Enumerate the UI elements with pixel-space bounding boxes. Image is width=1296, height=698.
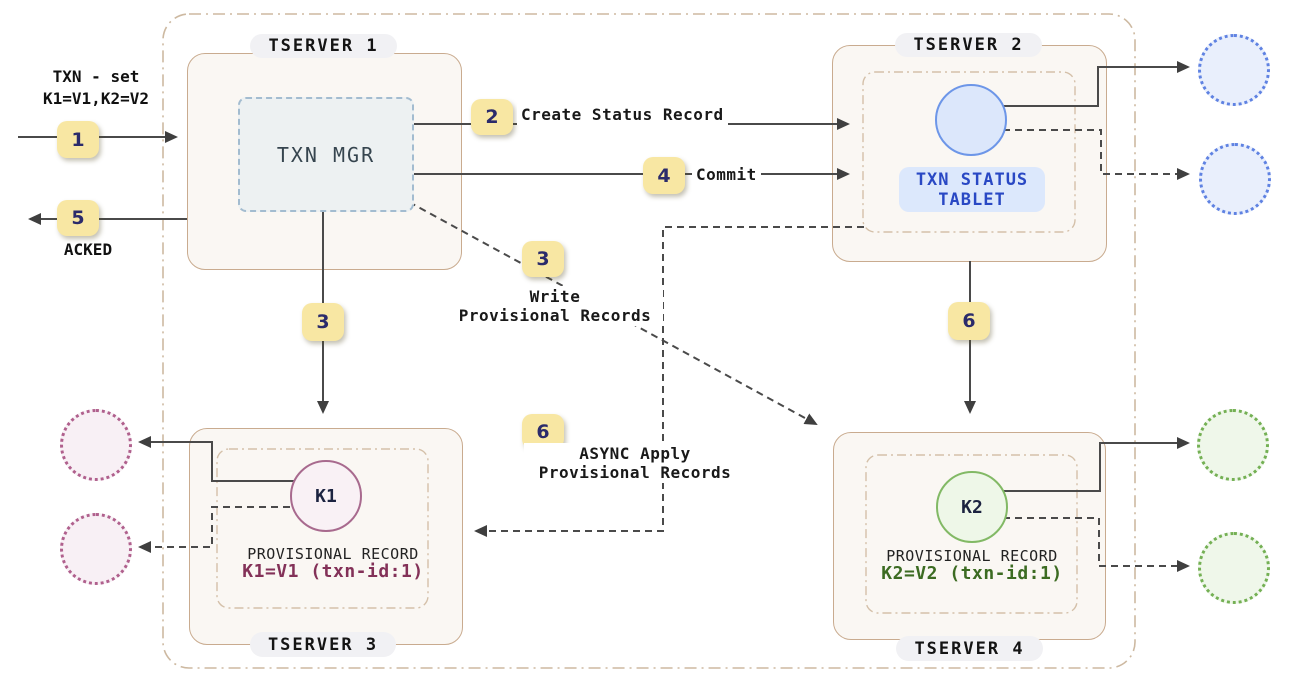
arrow-status-replicate-solid [1001, 61, 1190, 107]
tserver3-record-value: K1=V1 (txn-id:1) [242, 561, 424, 582]
arrow-step6-async-apply-k1 [474, 226, 864, 537]
txn-status-line1: TXN STATUS [915, 169, 1029, 190]
status-replica-circle-1 [1198, 34, 1270, 106]
badge-step-2: 2 [471, 99, 513, 135]
tserver3-title: TSERVER 3 [250, 632, 396, 657]
async-apply-label: ASYNC Apply Provisional Records [524, 443, 746, 483]
badge-step-1: 1 [57, 121, 99, 158]
write-provisional-line1: Write [529, 287, 581, 306]
write-provisional-label: Write Provisional Records [447, 286, 663, 326]
write-provisional-line2: Provisional Records [458, 306, 652, 325]
async-apply-line1: ASYNC Apply [579, 444, 691, 463]
client-request-line1: TXN - set [52, 67, 140, 86]
tserver3-tablet-region [216, 448, 429, 609]
client-request-line2: K1=V1,K2=V2 [43, 89, 149, 108]
k2-replica-circle-1 [1197, 409, 1269, 481]
txn-status-line2: TABLET [938, 189, 1006, 210]
async-apply-line2: Provisional Records [538, 463, 732, 482]
arrow-k2-replicate-solid [1003, 437, 1190, 492]
arrow-status-replicate-dashed [1003, 129, 1190, 180]
txn-status-tablet-label: TXN STATUS TABLET [899, 167, 1045, 212]
badge-step-5: 5 [57, 200, 99, 236]
tserver2-tablet-region [862, 71, 1076, 233]
create-status-record-label: Create Status Record [517, 104, 728, 125]
txn-mgr-box: TXN MGR [238, 97, 414, 212]
k1-tablet-circle: K1 [290, 460, 362, 532]
commit-label: Commit [692, 164, 761, 185]
k2-tablet-circle: K2 [936, 471, 1008, 543]
k2-replica-circle-2 [1198, 532, 1270, 604]
badge-step-4: 4 [643, 157, 685, 194]
badge-step-3-vertical: 3 [302, 303, 344, 341]
tserver2-title: TSERVER 2 [895, 33, 1042, 57]
k1-replica-circle-1 [60, 409, 132, 481]
tserver4-record-title: PROVISIONAL RECORD [886, 547, 1058, 565]
arrow-k1-replicate-solid [138, 436, 307, 482]
ack-label: ACKED [63, 240, 113, 259]
status-replica-circle-2 [1199, 143, 1271, 215]
client-request-label: TXN - set K1=V1,K2=V2 [10, 66, 182, 110]
tserver4-tablet-region [865, 454, 1078, 614]
k1-replica-circle-2 [60, 513, 132, 585]
tserver3-record-title: PROVISIONAL RECORD [247, 545, 419, 563]
arrow-k2-replicate-dashed [1003, 517, 1190, 572]
txn-status-tablet-circle [935, 84, 1007, 156]
badge-step-3-diagonal: 3 [522, 241, 564, 277]
tserver4-record-value: K2=V2 (txn-id:1) [881, 563, 1063, 584]
tserver4-title: TSERVER 4 [896, 636, 1043, 661]
badge-step-6-vertical: 6 [948, 302, 990, 340]
tserver1-title: TSERVER 1 [250, 34, 397, 58]
cluster-boundary [162, 13, 1136, 669]
arrow-k1-replicate-dashed [138, 506, 302, 553]
